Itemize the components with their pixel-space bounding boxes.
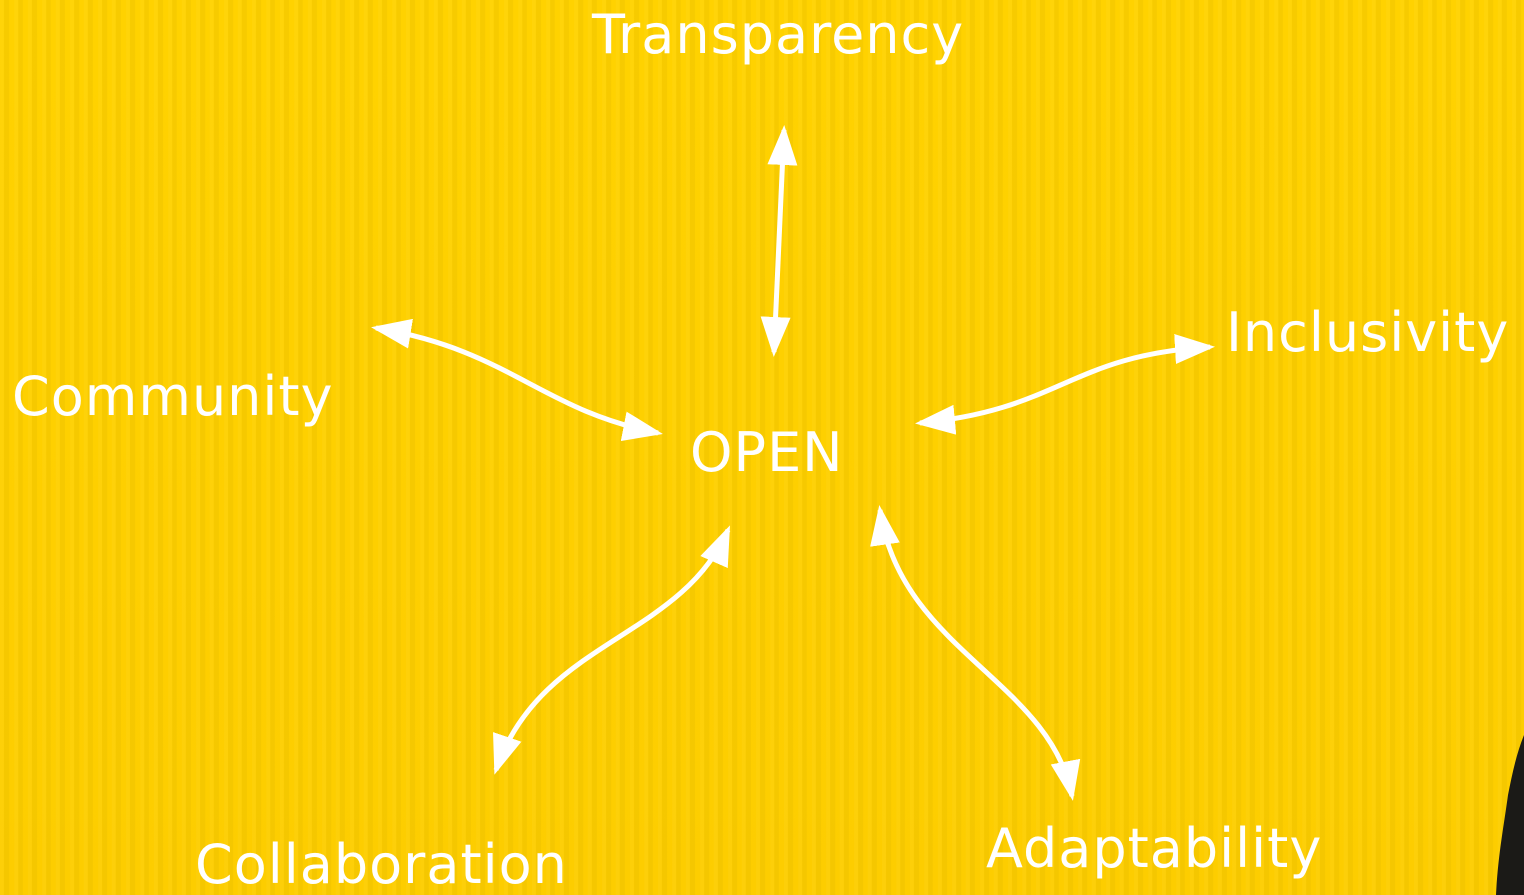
person-silhouette [1496,735,1524,895]
arrow-open-transparency [760,125,798,357]
node-transparency: Transparency [592,3,965,66]
node-adaptability: Adaptability [986,817,1323,880]
arrow-open-community [371,318,663,442]
arrow-open-collaboration [493,525,731,775]
node-community: Community [12,365,334,428]
arrow-open-adaptability [870,505,1081,801]
node-collaboration: Collaboration [195,833,568,895]
arrow-open-inclusivity [915,334,1215,435]
center-node-open: OPEN [690,421,844,484]
node-inclusivity: Inclusivity [1226,301,1510,364]
